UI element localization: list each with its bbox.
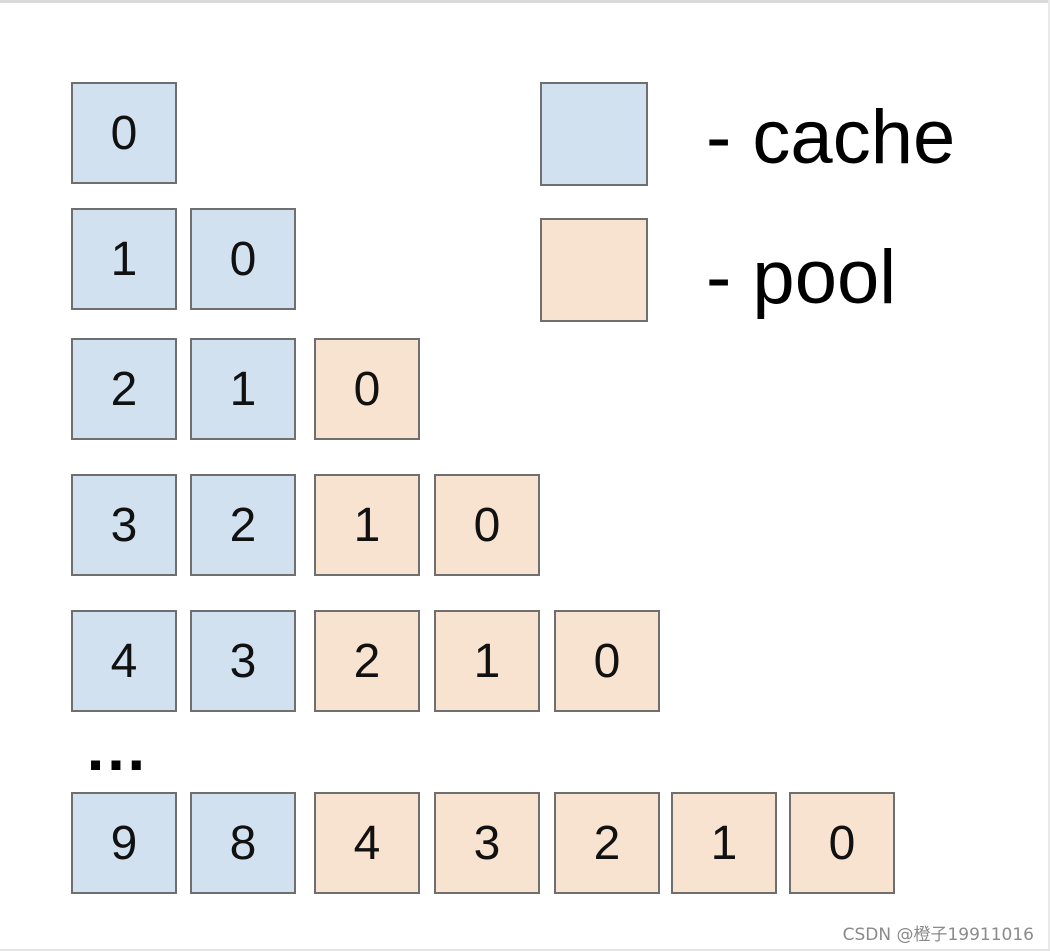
right-border-line xyxy=(1048,0,1050,951)
cell-pool-row4-col4: 0 xyxy=(434,474,540,576)
cell-cache-row1-col1: 0 xyxy=(71,82,177,184)
cell-pool-row6-col4: 3 xyxy=(434,792,540,894)
cell-cache-row6-col1: 9 xyxy=(71,792,177,894)
legend-cache-label: - cache xyxy=(706,95,956,180)
cell-pool-row5-col5: 0 xyxy=(554,610,660,712)
cell-cache-row3-col1: 2 xyxy=(71,338,177,440)
cell-pool-row6-col6: 1 xyxy=(671,792,777,894)
cell-cache-row2-col2: 0 xyxy=(190,208,296,310)
cell-pool-row6-col7: 0 xyxy=(789,792,895,894)
cell-pool-row4-col3: 1 xyxy=(314,474,420,576)
bottom-border-line xyxy=(0,949,1050,951)
cell-cache-row5-col2: 3 xyxy=(190,610,296,712)
cell-cache-row4-col2: 2 xyxy=(190,474,296,576)
cell-pool-row6-col5: 2 xyxy=(554,792,660,894)
cell-cache-row5-col1: 4 xyxy=(71,610,177,712)
cell-cache-row6-col2: 8 xyxy=(190,792,296,894)
top-border-line xyxy=(0,0,1050,3)
legend-cache-swatch xyxy=(540,82,648,186)
cell-cache-row2-col1: 1 xyxy=(71,208,177,310)
watermark-text: CSDN @橙子19911016 xyxy=(842,925,1034,945)
cell-pool-row5-col4: 1 xyxy=(434,610,540,712)
cell-pool-row6-col3: 4 xyxy=(314,792,420,894)
cell-pool-row5-col3: 2 xyxy=(314,610,420,712)
cell-cache-row3-col2: 1 xyxy=(190,338,296,440)
legend-pool-label: - pool xyxy=(706,235,897,320)
legend-pool-swatch xyxy=(540,218,648,322)
cell-pool-row3-col3: 0 xyxy=(314,338,420,440)
ellipsis-text: … xyxy=(84,712,150,784)
cell-cache-row4-col1: 3 xyxy=(71,474,177,576)
